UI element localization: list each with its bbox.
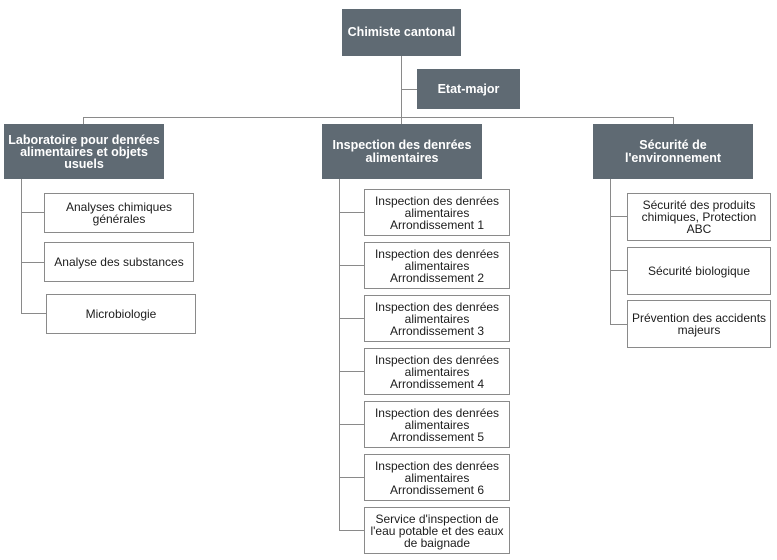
root-box: Chimiste cantonal [342, 9, 461, 56]
unit-sec-1: Sécurité des produits chimiques, Protect… [627, 193, 771, 241]
connector-inspection-down [401, 117, 402, 125]
connector-sec-2 [610, 270, 627, 271]
connector-insp-6 [339, 477, 364, 478]
unit-sec-2: Sécurité biologique [627, 247, 771, 295]
connector-horizontal-bus [83, 117, 673, 118]
department-laboratoire: Laboratoire pour denrées alimentaires et… [4, 124, 164, 179]
connector-insp-5 [339, 424, 364, 425]
unit-insp-5: Inspection des denrées alimentaires Arro… [364, 401, 510, 448]
connector-sec-1 [610, 216, 627, 217]
unit-insp-3: Inspection des denrées alimentaires Arro… [364, 295, 510, 342]
unit-label: Inspection des denrées alimentaires Arro… [374, 246, 500, 285]
unit-label: Sécurité des produits chimiques, Protect… [641, 198, 757, 236]
connector-etat-major [401, 89, 417, 90]
unit-label: Inspection des denrées alimentaires Arro… [374, 193, 500, 232]
connector-lab-down [83, 117, 84, 125]
connector-insp-3 [339, 318, 364, 319]
unit-label: Analyse des substances [54, 255, 184, 269]
unit-lab-3: Microbiologie [46, 294, 196, 334]
department-label: Inspection des denrées alimentaires [332, 137, 472, 165]
department-label: Sécurité de l'environnement [624, 137, 722, 165]
department-label: Laboratoire pour denrées alimentaires et… [8, 132, 160, 171]
unit-label: Prévention des accidents majeurs [631, 311, 767, 337]
connector-insp-2 [339, 265, 364, 266]
unit-lab-1: Analyses chimiques générales [44, 193, 194, 233]
connector-securite-down [673, 117, 674, 125]
unit-label: Analyses chimiques générales [65, 200, 173, 226]
unit-insp-2: Inspection des denrées alimentaires Arro… [364, 242, 510, 289]
unit-label: Inspection des denrées alimentaires Arro… [374, 299, 500, 338]
unit-insp-6: Inspection des denrées alimentaires Arro… [364, 454, 510, 501]
staff-label: Etat-major [437, 81, 500, 96]
unit-insp-7: Service d'inspection de l'eau potable et… [364, 507, 510, 554]
department-inspection: Inspection des denrées alimentaires [322, 124, 482, 179]
connector-sec-3 [610, 324, 627, 325]
connector-inspection-trunk [339, 179, 340, 530]
connector-lab-3 [21, 313, 46, 314]
unit-insp-4: Inspection des denrées alimentaires Arro… [364, 348, 510, 395]
staff-box: Etat-major [417, 69, 520, 109]
connector-root-down [401, 56, 402, 118]
connector-lab-trunk [21, 179, 22, 314]
connector-insp-7 [339, 530, 364, 531]
unit-insp-1: Inspection des denrées alimentaires Arro… [364, 189, 510, 236]
unit-label: Inspection des denrées alimentaires Arro… [374, 405, 500, 444]
unit-label: Inspection des denrées alimentaires Arro… [374, 458, 500, 497]
unit-label: Inspection des denrées alimentaires Arro… [374, 352, 500, 391]
connector-lab-2 [21, 262, 44, 263]
connector-securite-trunk [610, 179, 611, 325]
unit-label: Sécurité biologique [647, 264, 751, 278]
unit-label: Service d'inspection de l'eau potable et… [370, 511, 504, 550]
connector-insp-1 [339, 212, 364, 213]
connector-insp-4 [339, 371, 364, 372]
department-securite: Sécurité de l'environnement [593, 124, 753, 179]
connector-lab-1 [21, 212, 44, 213]
unit-sec-3: Prévention des accidents majeurs [627, 300, 771, 348]
root-label: Chimiste cantonal [347, 25, 456, 39]
unit-label: Microbiologie [85, 307, 157, 321]
unit-lab-2: Analyse des substances [44, 242, 194, 282]
